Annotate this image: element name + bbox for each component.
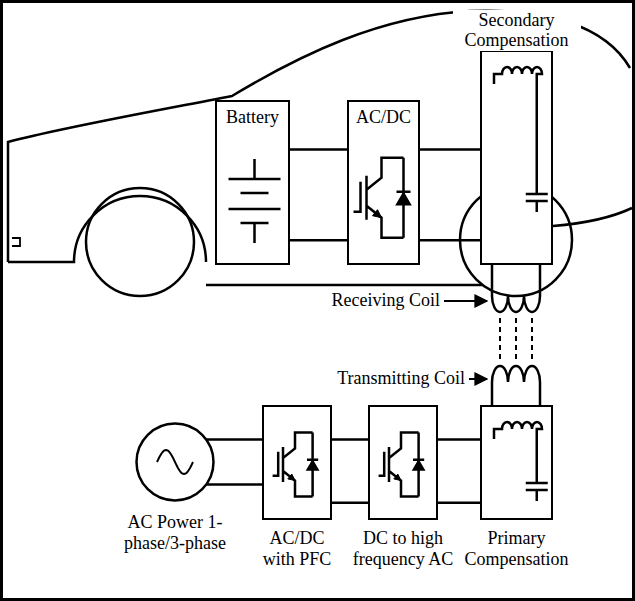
wire-pair — [438, 440, 480, 503]
wire-pair — [420, 150, 480, 241]
box-label: AC/DC — [349, 102, 418, 128]
lc-symbol — [482, 52, 555, 267]
box-label: AC Power 1-phase/3-phase — [105, 512, 245, 553]
coil-label: Transmitting Coil — [335, 368, 467, 389]
wire-pair — [332, 440, 368, 503]
lc-symbol — [482, 407, 555, 522]
converter-box: AC/DC — [347, 100, 420, 265]
battery-box: Battery — [215, 100, 290, 265]
inverter-box: DC to high frequency AC — [368, 405, 438, 520]
converter-box: AC/DC with PFC — [262, 405, 332, 520]
compensation-box: Secondary Compensation — [480, 50, 553, 265]
receiving-coil — [492, 265, 540, 312]
coil-label: Receiving Coil — [330, 290, 442, 311]
transmitting-coil — [492, 366, 540, 405]
front-wheel — [86, 188, 194, 296]
magnetic-coupling — [500, 318, 532, 362]
wire-pair — [290, 150, 347, 241]
box-label: Secondary Compensation — [453, 10, 581, 51]
ac-source: AC Power 1-phase/3-phase — [135, 422, 215, 502]
box-label: DC to high frequency AC — [349, 528, 457, 569]
sine-symbol — [135, 422, 215, 502]
compensation-box: Primary Compensation — [480, 405, 553, 520]
igbt-symbol — [264, 407, 334, 522]
box-label: Battery — [217, 102, 288, 128]
box-label: Primary Compensation — [457, 528, 577, 569]
car-body — [8, 11, 632, 285]
box-label: AC/DC with PFC — [253, 528, 341, 569]
igbt-symbol — [370, 407, 440, 522]
